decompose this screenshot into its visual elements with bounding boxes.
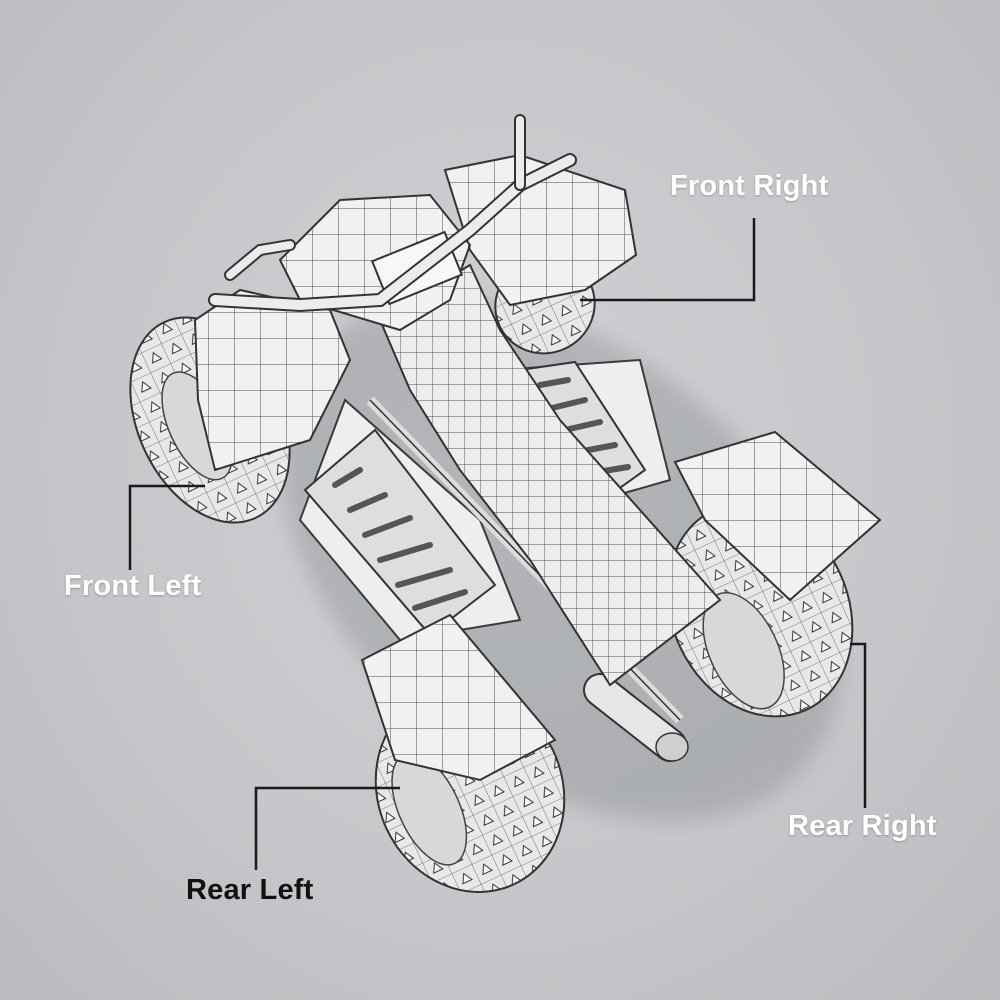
fender-front-right: [443, 153, 638, 307]
leader-line-rear-right: [850, 642, 867, 808]
seat: [378, 263, 722, 687]
footrest-right: [518, 360, 647, 497]
handlebar: [208, 114, 577, 313]
label-rear-right: Rear Right: [788, 810, 937, 842]
fender-rear-left: [360, 613, 557, 782]
label-rear-left: Rear Left: [186, 874, 314, 906]
fender-rear-right: [673, 430, 882, 602]
label-front-left: Front Left: [64, 570, 202, 602]
exhaust-pipe: [583, 673, 689, 762]
fender-front-left: [193, 288, 352, 472]
footrest-left: [303, 428, 497, 637]
leader-line-front-left: [128, 484, 205, 570]
leader-line-front-right: [580, 218, 756, 302]
label-front-right: Front Right: [670, 170, 829, 202]
leader-line-rear-left: [254, 786, 400, 870]
